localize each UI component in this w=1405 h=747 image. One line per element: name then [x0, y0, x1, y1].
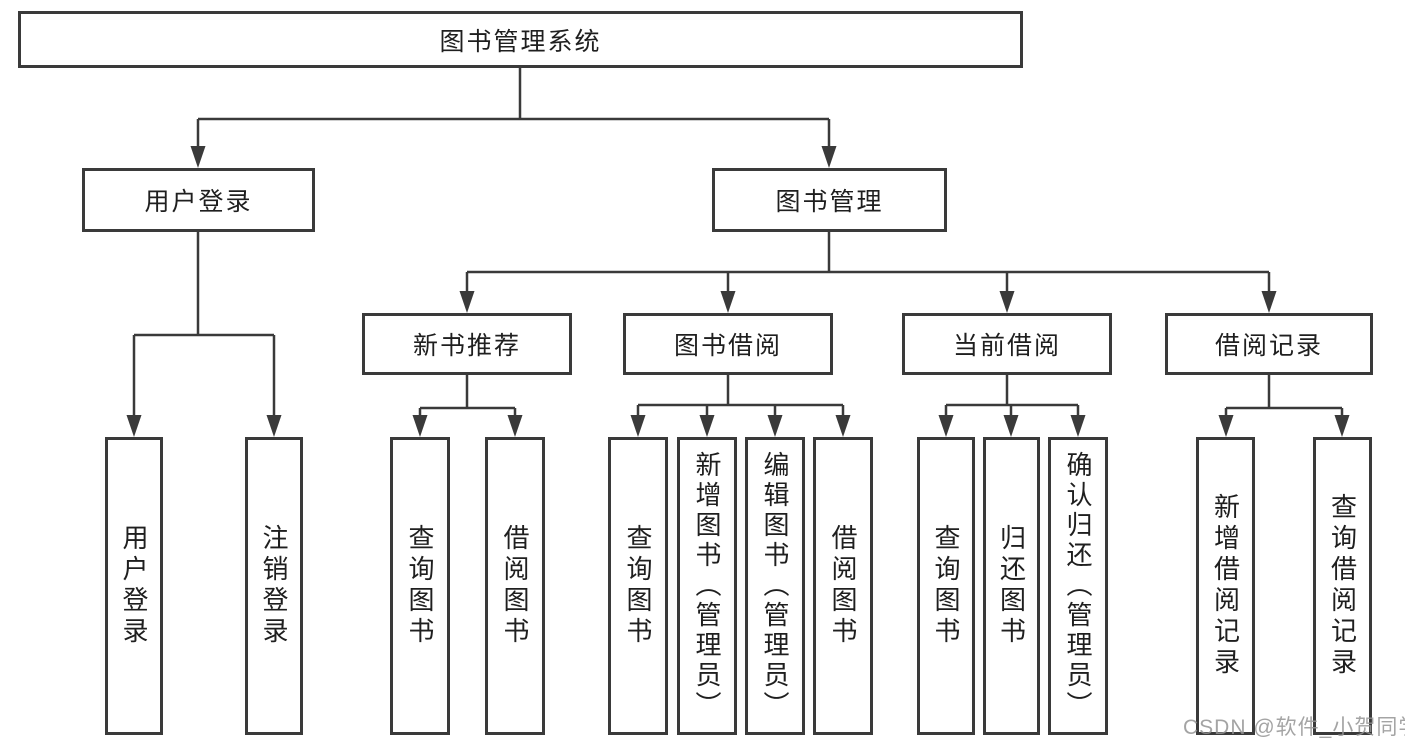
leaf-logout: 注销登录	[245, 437, 303, 735]
leaf-query-books-current: 查询图书	[917, 437, 975, 735]
connector-book-management-to-level3	[459, 232, 1277, 313]
connector-user-login-to-leaves	[126, 232, 282, 437]
leaf-return-books: 归还图书	[983, 437, 1040, 735]
leaf-borrow-books-recommend: 借阅图书	[485, 437, 545, 735]
connector-root-to-level2	[190, 68, 837, 168]
leaf-query-books-recommend: 查询图书	[390, 437, 450, 735]
leaf-confirm-return-admin: 确认归还（管理员）	[1048, 437, 1108, 735]
leaf-user-login: 用户登录	[105, 437, 163, 735]
connector-new-book-to-leaves	[412, 375, 523, 437]
csdn-watermark: CSDN @软件_小贺同学	[1183, 716, 1405, 739]
node-root: 图书管理系统	[18, 11, 1023, 68]
leaf-borrow-books: 借阅图书	[813, 437, 873, 735]
leaf-query-borrow-record: 查询借阅记录	[1313, 437, 1372, 735]
node-borrow-records: 借阅记录	[1165, 313, 1373, 375]
leaf-add-books-admin: 新增图书（管理员）	[677, 437, 737, 735]
node-user-login: 用户登录	[82, 168, 315, 232]
leaf-query-books-borrow: 查询图书	[608, 437, 668, 735]
leaf-add-borrow-record: 新增借阅记录	[1196, 437, 1255, 735]
node-book-borrow: 图书借阅	[623, 313, 833, 375]
connector-book-borrow-to-leaves	[630, 375, 851, 437]
node-book-management: 图书管理	[712, 168, 947, 232]
node-current-borrow: 当前借阅	[902, 313, 1112, 375]
node-new-book-recommend: 新书推荐	[362, 313, 572, 375]
connector-borrow-records-to-leaves	[1218, 375, 1350, 437]
connector-current-borrow-to-leaves	[938, 375, 1086, 437]
leaf-edit-books-admin: 编辑图书（管理员）	[745, 437, 805, 735]
